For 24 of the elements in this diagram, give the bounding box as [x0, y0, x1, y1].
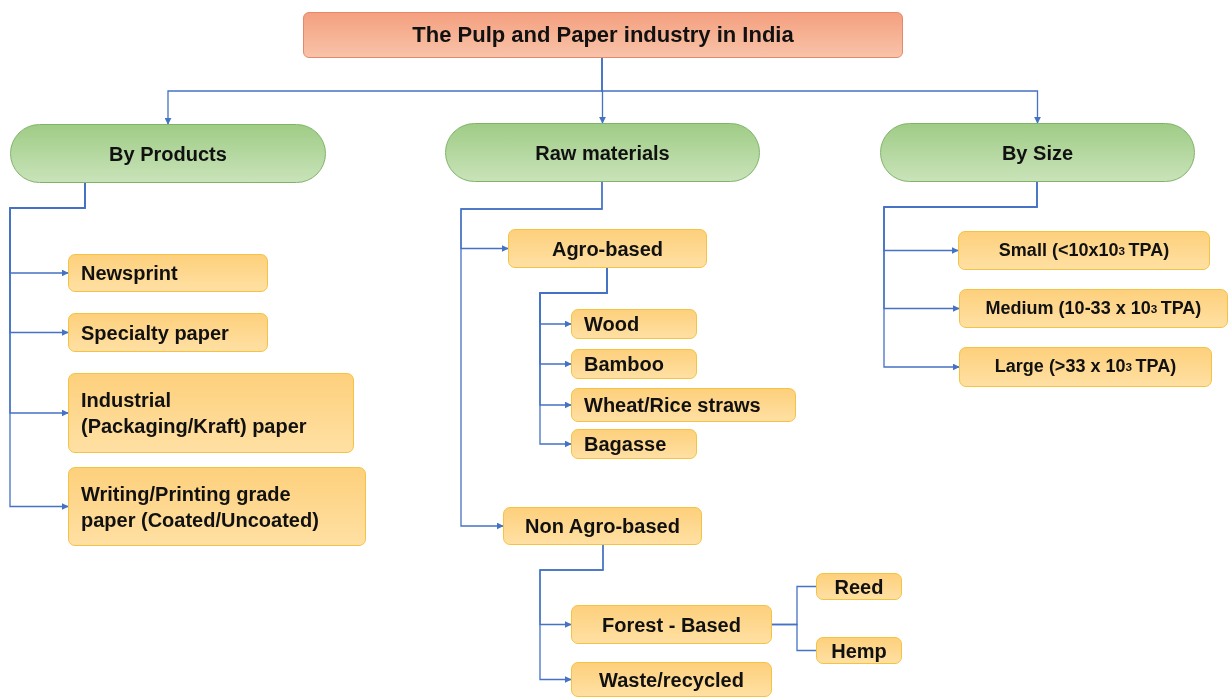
arrow	[539, 544, 604, 683]
category-pill: By Products	[10, 124, 326, 183]
category-box: Wheat/Rice straws	[571, 388, 796, 422]
category-box: Non Agro-based	[503, 507, 702, 545]
category-box: Bagasse	[571, 429, 697, 459]
category-pill: By Size	[880, 123, 1195, 182]
category-box: Waste/recycled	[571, 662, 772, 697]
arrow	[460, 181, 603, 530]
category-box: Forest - Based	[571, 605, 772, 644]
category-pill: Raw materials	[445, 123, 760, 182]
category-box: Hemp	[816, 637, 902, 664]
arrow	[539, 267, 608, 448]
category-box: Newsprint	[68, 254, 268, 292]
category-box: Specialty paper	[68, 313, 268, 352]
category-box: Reed	[816, 573, 902, 600]
arrow	[883, 181, 1038, 371]
category-box: Agro-based	[508, 229, 707, 268]
title-box: The Pulp and Paper industry in India	[303, 12, 903, 58]
connector-line	[771, 623, 817, 652]
arrow	[601, 57, 1041, 124]
category-box: Industrial (Packaging/Kraft) paper	[68, 373, 354, 453]
category-box: Bamboo	[571, 349, 697, 379]
category-box: Writing/Printing grade paper (Coated/Uncoated)	[68, 467, 366, 546]
category-box: Wood	[571, 309, 697, 339]
